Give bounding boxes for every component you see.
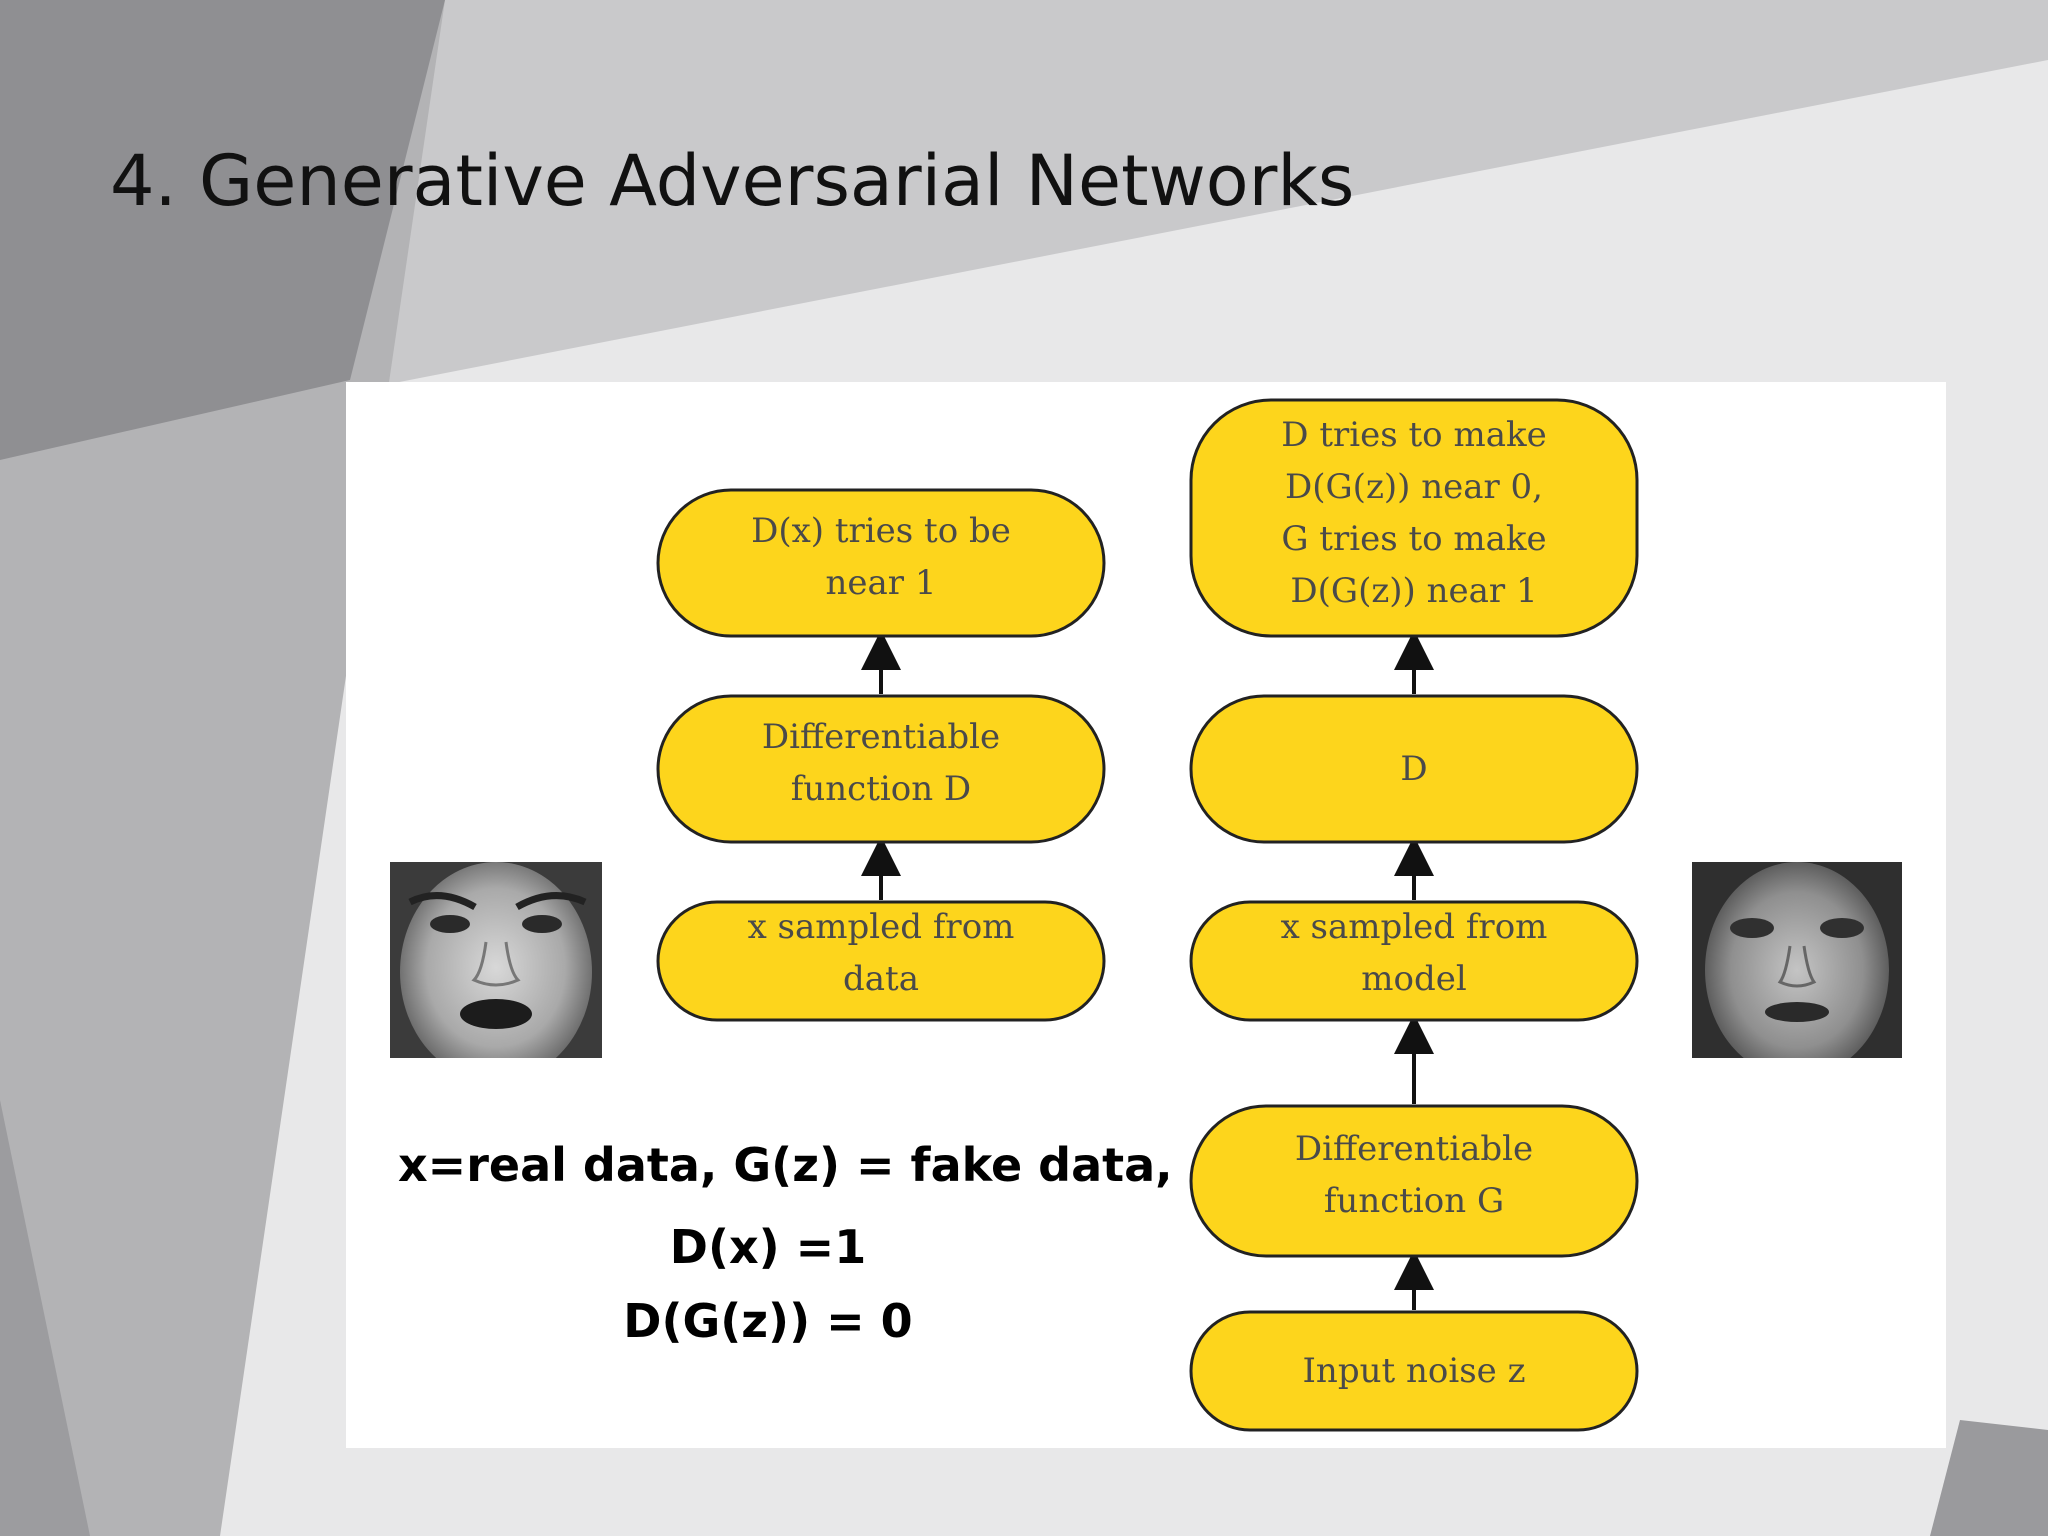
equation-line-2: D(x) =1: [669, 1220, 867, 1274]
node-discriminator-real: Differentiable function D: [656, 694, 1106, 844]
gan-diagram: D(x) tries to be near 1 Differentiable f…: [656, 398, 1639, 1432]
slide-title: 4. Generative Adversarial Networks: [110, 140, 1355, 222]
node-d-real-goal-line-1: D(x) tries to be: [751, 511, 1011, 551]
node-d-fake-goal-line-3: G tries to make: [1281, 519, 1546, 559]
equation-line-3: D(G(z)) = 0: [623, 1294, 913, 1348]
node-real-sample-line-1: x sampled from: [748, 907, 1015, 947]
node-d-fake-goal: D tries to make D(G(z)) near 0, G tries …: [1189, 398, 1639, 638]
node-input-noise-line-1: Input noise z: [1303, 1351, 1526, 1391]
node-discriminator-fake: D: [1189, 694, 1639, 844]
node-discriminator-real-line-2: function D: [791, 769, 971, 809]
node-input-noise: Input noise z: [1189, 1310, 1639, 1432]
node-fake-sample: x sampled from model: [1189, 900, 1639, 1022]
node-d-fake-goal-line-4: D(G(z)) near 1: [1290, 571, 1537, 611]
node-generator-line-2: function G: [1324, 1181, 1504, 1221]
node-d-fake-goal-line-2: D(G(z)) near 0,: [1285, 467, 1543, 507]
generated-face-image: [1692, 862, 1902, 1058]
node-generator: Differentiable function G: [1189, 1104, 1639, 1258]
node-real-sample: x sampled from data: [656, 900, 1106, 1022]
node-real-sample-line-2: data: [843, 959, 919, 999]
node-fake-sample-line-1: x sampled from: [1281, 907, 1548, 947]
real-face-image: [390, 862, 602, 1058]
node-d-real-goal-line-2: near 1: [826, 563, 937, 603]
diagram-panel: D(x) tries to be near 1 Differentiable f…: [346, 382, 1946, 1448]
node-discriminator-fake-line-1: D: [1400, 749, 1427, 789]
node-generator-line-1: Differentiable: [1295, 1129, 1533, 1169]
equation-line-1: x=real data, G(z) = fake data,: [398, 1138, 1173, 1192]
node-fake-sample-line-2: model: [1361, 959, 1466, 999]
node-d-fake-goal-line-1: D tries to make: [1281, 415, 1546, 455]
node-discriminator-real-line-1: Differentiable: [762, 717, 1000, 757]
node-d-real-goal: D(x) tries to be near 1: [656, 488, 1106, 638]
